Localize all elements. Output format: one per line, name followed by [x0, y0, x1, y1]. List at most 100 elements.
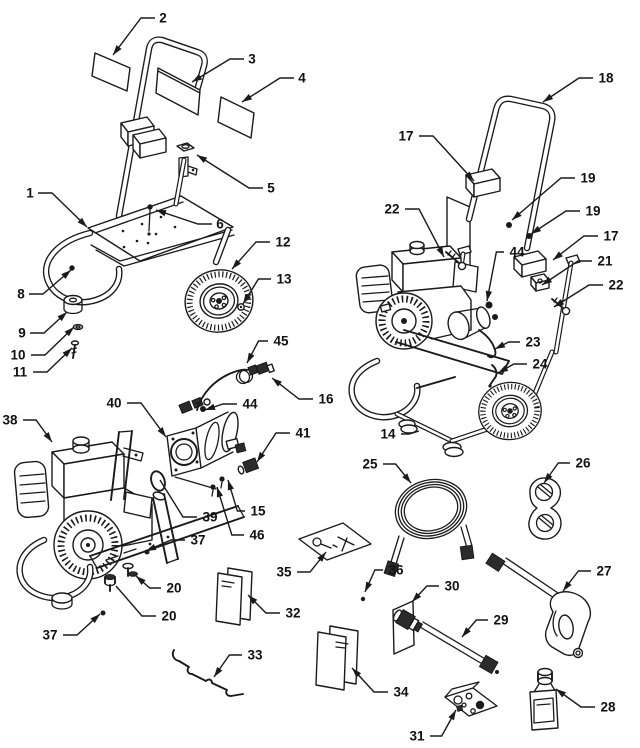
callout-number-34-46: 34	[393, 685, 409, 700]
callout-arrowhead-6-10	[156, 210, 167, 217]
part-bolt-46	[210, 484, 216, 497]
part-bolt-15	[219, 476, 225, 489]
part-frame-post	[110, 430, 144, 501]
part-wire-clip-33	[171, 649, 244, 697]
callout-arrowhead-8-17	[61, 270, 71, 279]
callout-number-14-29: 14	[380, 427, 396, 442]
callout-arrowhead-29-43	[462, 627, 471, 637]
part-panel-label-4	[217, 96, 255, 139]
callout-number-17-4: 17	[398, 129, 413, 144]
callout-arrowhead-34-46	[352, 668, 362, 678]
callout-arrowhead-11-23	[62, 348, 72, 358]
part-screw-19-lower	[526, 233, 532, 239]
callout-number-32-41: 32	[285, 606, 300, 621]
part-foot-9	[63, 294, 83, 315]
callout-arrowhead-31-48	[448, 710, 456, 721]
part-knob-17-upper	[465, 168, 501, 198]
callout-arrowhead-37-35	[146, 544, 157, 551]
callout-arrowhead-22-16	[554, 298, 565, 307]
callout-leader-15-32	[227, 479, 245, 512]
callout-arrowhead-23-19	[495, 341, 506, 349]
part-nozzle-30	[392, 600, 424, 655]
callout-number-31-48: 31	[409, 729, 425, 744]
callout-arrowhead-12-12	[232, 259, 242, 269]
callout-arrowhead-37-44	[90, 614, 100, 624]
callout-number-1-7: 1	[26, 186, 34, 201]
callout-leader-4-2	[241, 77, 294, 103]
callout-number-37-35: 37	[190, 533, 205, 548]
callout-number-5-5: 5	[267, 181, 275, 196]
callout-number-40-25: 40	[106, 396, 121, 411]
callout-number-6-10: 6	[216, 217, 224, 232]
callout-number-38-27: 38	[2, 413, 18, 428]
callout-number-27-38: 27	[596, 564, 611, 579]
callout-arrowhead-24-22	[498, 365, 509, 373]
callout-number-37-44: 37	[42, 628, 57, 643]
callout-leader-34-46	[351, 667, 388, 693]
callout-arrowhead-9-18	[57, 312, 67, 322]
callout-number-26-31: 26	[575, 456, 591, 471]
part-gun-holder-26	[528, 477, 562, 540]
callout-arrowhead-27-38	[563, 581, 572, 591]
callout-number-19-6: 19	[580, 171, 595, 186]
part-nut-21	[530, 273, 550, 292]
callout-number-16-24: 16	[318, 392, 334, 407]
callout-arrowhead-36-37	[365, 581, 373, 592]
part-wand-29	[419, 621, 499, 675]
callout-leader-17-4	[419, 135, 475, 182]
callout-arrowhead-25-30	[402, 473, 411, 483]
callout-arrowhead-17-4	[464, 171, 474, 181]
callout-leader-14-29	[401, 430, 420, 435]
callout-arrowhead-22-8	[436, 246, 444, 257]
callout-leader-17-11	[552, 235, 598, 261]
callout-number-17-11: 17	[603, 229, 618, 244]
part-oring-39	[150, 470, 166, 492]
callout-leader-22-16	[553, 284, 603, 308]
callout-arrowhead-40-25	[157, 427, 166, 437]
part-kit-plate-35	[298, 522, 372, 561]
part-washer-10	[72, 323, 84, 331]
callout-leader-22-8	[405, 208, 445, 258]
callout-leader-46-34	[216, 486, 244, 536]
callout-leader-11-23	[33, 347, 73, 373]
callout-number-20-42: 20	[161, 609, 176, 624]
part-detergent-bottle-28	[529, 667, 559, 731]
part-screw-19-upper	[506, 222, 512, 228]
callout-leader-16-24	[271, 377, 313, 400]
part-nozzle-kit-31	[444, 681, 498, 717]
callout-number-35-36: 35	[276, 565, 292, 580]
callout-arrowhead-33-45	[214, 666, 223, 677]
callout-leader-8-17	[29, 269, 72, 295]
callout-arrowhead-30-39	[412, 592, 422, 602]
callout-number-18-3: 18	[598, 71, 614, 86]
callout-leader-44-13	[486, 251, 504, 302]
callout-number-22-8: 22	[384, 202, 399, 217]
callout-number-29-43: 29	[493, 613, 508, 628]
callout-number-44-13: 44	[509, 245, 525, 260]
callout-number-28-47: 28	[600, 700, 616, 715]
callout-arrowhead-26-31	[544, 473, 553, 483]
callout-arrowhead-17-11	[553, 251, 563, 260]
part-bolt-11	[70, 340, 80, 359]
part-handle-cap-5	[173, 142, 198, 207]
part-screw-8	[69, 265, 75, 271]
callout-number-44-26: 44	[242, 397, 258, 412]
part-manual-34	[315, 625, 359, 691]
part-cart-frame-assembled-14	[348, 329, 555, 458]
callout-leader-1-7	[38, 192, 88, 228]
callout-number-45-20: 45	[273, 334, 289, 349]
callout-arrowhead-20-40	[136, 576, 146, 585]
callout-number-19-9: 19	[585, 204, 600, 219]
part-axle-pin-13	[237, 303, 245, 311]
callout-arrowhead-44-26	[205, 403, 216, 410]
callout-leader-5-5	[196, 154, 263, 189]
callout-leader-19-9	[530, 210, 580, 235]
callout-leader-41-28	[256, 432, 290, 463]
part-hose-coil-25	[383, 478, 475, 578]
callout-arrowhead-1-7	[77, 217, 87, 227]
callout-leader-10-21	[31, 326, 75, 356]
part-screw-37-lower	[100, 610, 106, 616]
callout-arrowhead-38-27	[43, 432, 52, 442]
callout-number-39-33: 39	[202, 510, 217, 525]
part-bolt-22-upper	[445, 250, 467, 271]
